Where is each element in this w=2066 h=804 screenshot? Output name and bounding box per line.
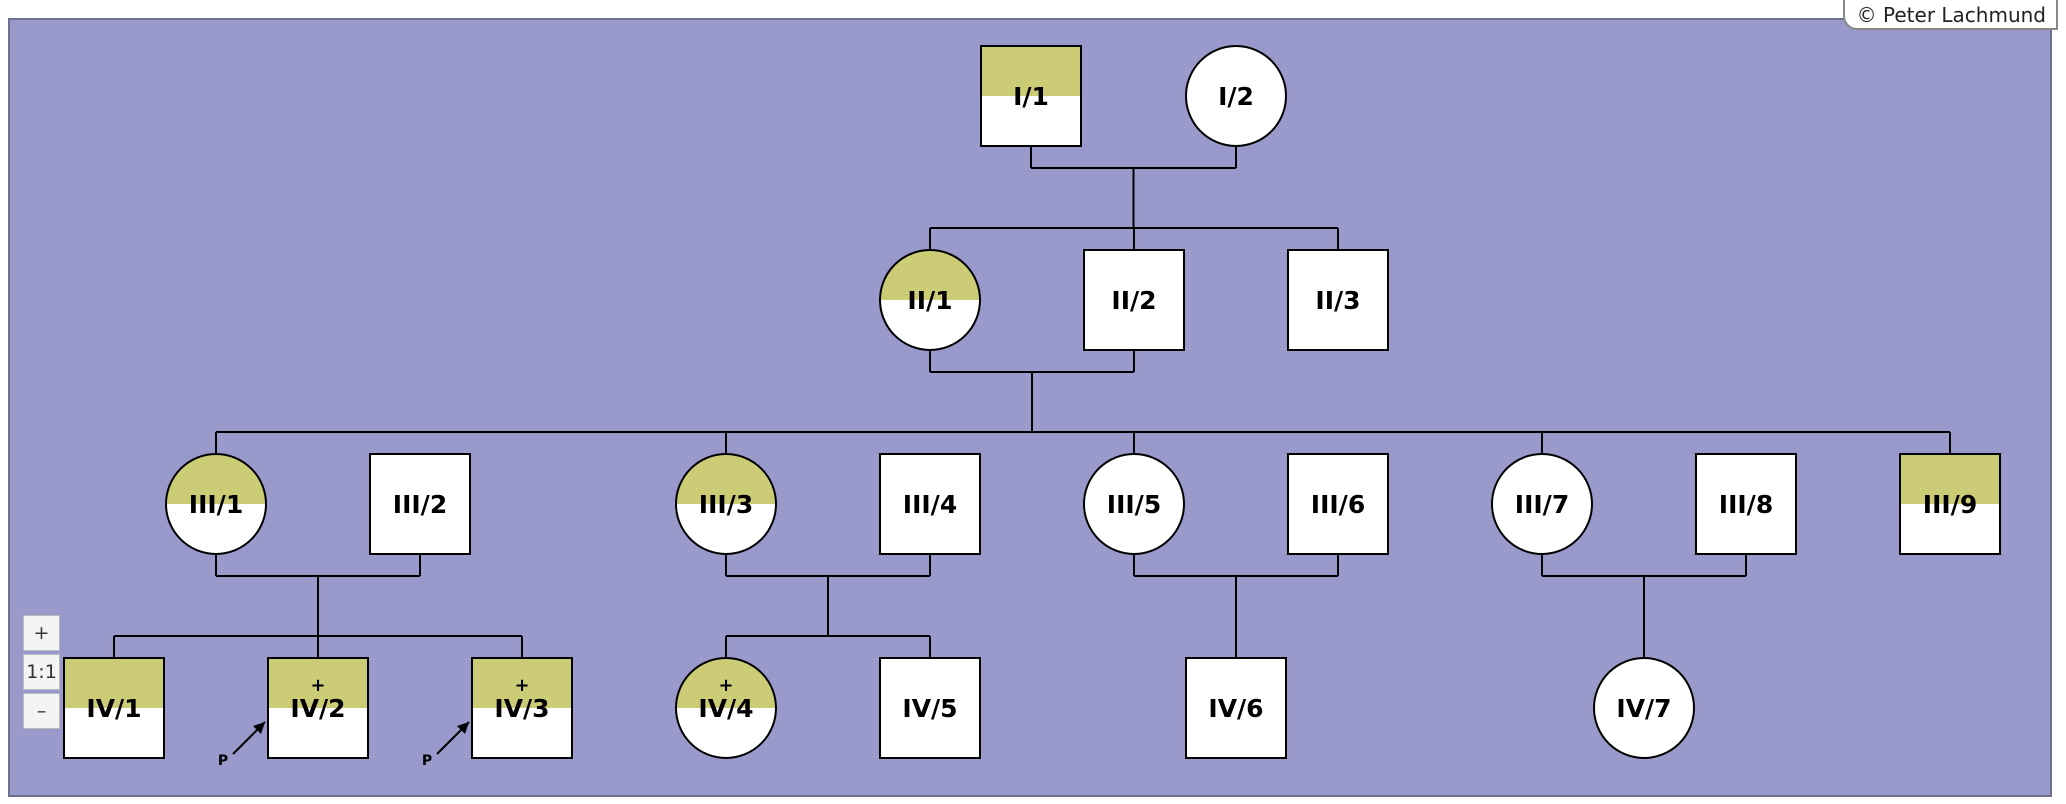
zoom-reset-button[interactable]: 1:1	[23, 654, 60, 690]
pedigree-individual[interactable]: II/3	[1287, 249, 1389, 351]
affected-shading	[1900, 454, 2000, 504]
individual-label: IV/4	[698, 694, 753, 723]
individual-label: I/2	[1218, 82, 1254, 111]
male-square-icon	[1186, 658, 1286, 758]
pedigree-individual[interactable]: III/2	[369, 453, 471, 555]
symbol-outline	[1593, 657, 1695, 759]
symbol-outline	[1695, 453, 1797, 555]
individual-label: III/8	[1719, 490, 1773, 519]
symbol-outline	[675, 657, 777, 759]
symbol-outline	[1491, 453, 1593, 555]
pedigree-individual[interactable]: IV/7	[1593, 657, 1695, 759]
individual-label: II/3	[1315, 286, 1360, 315]
male-square-icon	[1288, 250, 1388, 350]
zoom-out-button[interactable]: –	[23, 693, 60, 729]
pedigree-individual[interactable]: III/5	[1083, 453, 1185, 555]
individual-label: III/6	[1311, 490, 1365, 519]
pedigree-individual[interactable]: II/1	[879, 249, 981, 351]
individual-label: IV/5	[902, 694, 957, 723]
symbol-outline	[471, 657, 573, 759]
proband-label: P	[218, 753, 228, 769]
symbol-outline	[1083, 249, 1185, 351]
individual-label: III/7	[1515, 490, 1569, 519]
symbol-outline	[1083, 453, 1185, 555]
individual-label: IV/3	[494, 694, 549, 723]
symbol-outline	[1185, 657, 1287, 759]
pedigree-individual[interactable]: IV/4+	[675, 657, 777, 759]
individual-label: I/1	[1013, 82, 1049, 111]
affected-shading	[268, 658, 368, 708]
symbol-outline	[879, 657, 981, 759]
individual-label: III/9	[1923, 490, 1977, 519]
individual-label: III/1	[189, 490, 243, 519]
individual-label: II/2	[1111, 286, 1156, 315]
individual-label: II/1	[907, 286, 952, 315]
individual-label: III/3	[699, 490, 753, 519]
pedigree-individual[interactable]: III/3	[675, 453, 777, 555]
male-square-icon	[1084, 250, 1184, 350]
proband-arrowhead-icon	[457, 722, 469, 734]
female-circle-icon	[1492, 454, 1592, 554]
pedigree-individual[interactable]: III/6	[1287, 453, 1389, 555]
relationship-lines	[113, 146, 1951, 658]
affected-shading	[981, 46, 1081, 96]
symbol-outline	[980, 45, 1082, 147]
individual-label: IV/2	[290, 694, 345, 723]
female-circle-icon	[1084, 454, 1184, 554]
pedigree-individual[interactable]: IV/2+ P	[218, 657, 369, 769]
symbol-outline	[1899, 453, 2001, 555]
symbol-outline	[879, 249, 981, 351]
pedigree-individual[interactable]: I/1	[980, 45, 1082, 147]
zoom-in-button[interactable]: +	[23, 615, 60, 651]
individual-label: III/5	[1107, 490, 1161, 519]
pedigree-individual[interactable]: IV/6	[1185, 657, 1287, 759]
pedigree-individual[interactable]: III/7	[1491, 453, 1593, 555]
pedigree-individual[interactable]: IV/5	[879, 657, 981, 759]
symbol-outline	[1287, 453, 1389, 555]
symbol-outline	[369, 453, 471, 555]
pedigree-individual[interactable]: IV/1	[63, 657, 165, 759]
individual-label: IV/6	[1208, 694, 1263, 723]
symbol-outline	[63, 657, 165, 759]
symbol-outline	[1185, 45, 1287, 147]
pedigree-individual[interactable]: III/8	[1695, 453, 1797, 555]
affected-shading	[64, 658, 164, 708]
male-square-icon	[880, 454, 980, 554]
plus-mark: +	[718, 675, 733, 696]
pedigree-individual[interactable]: II/2	[1083, 249, 1185, 351]
pedigree-individual[interactable]: IV/3+ P	[422, 657, 573, 769]
copyright-label: © Peter Lachmund	[1842, 0, 2058, 30]
plus-mark: +	[514, 675, 529, 696]
individual-label: III/4	[903, 490, 957, 519]
pedigree-individual[interactable]: III/9	[1899, 453, 2001, 555]
individual-label: IV/7	[1616, 694, 1671, 723]
male-square-icon	[880, 658, 980, 758]
symbol-outline	[1287, 249, 1389, 351]
pedigree-individual[interactable]: III/4	[879, 453, 981, 555]
individual-label: IV/1	[86, 694, 141, 723]
symbol-outline	[675, 453, 777, 555]
symbol-outline	[267, 657, 369, 759]
symbol-outline	[879, 453, 981, 555]
female-circle-icon	[1186, 46, 1286, 146]
male-square-icon	[1288, 454, 1388, 554]
individual-label: III/2	[393, 490, 447, 519]
affected-shading	[472, 658, 572, 708]
pedigree-individual[interactable]: III/1	[165, 453, 267, 555]
symbol-outline	[165, 453, 267, 555]
proband-label: P	[422, 753, 432, 769]
pedigree-individual[interactable]: I/2	[1185, 45, 1287, 147]
plus-mark: +	[310, 675, 325, 696]
male-square-icon	[370, 454, 470, 554]
proband-arrowhead-icon	[253, 722, 265, 734]
female-circle-icon	[1594, 658, 1694, 758]
male-square-icon	[1696, 454, 1796, 554]
